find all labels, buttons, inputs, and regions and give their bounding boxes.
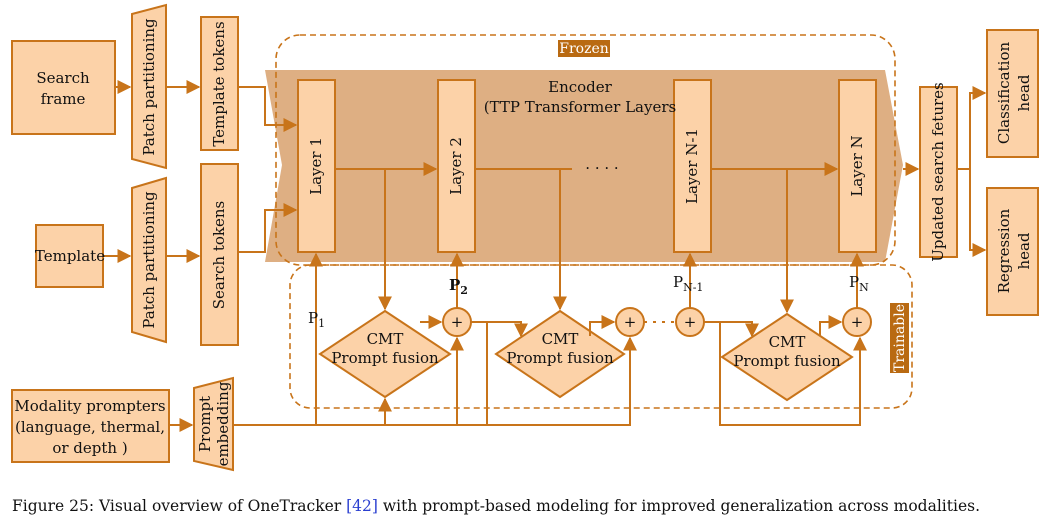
cmt-3-line1: CMT bbox=[769, 333, 806, 351]
caption-reference-link[interactable]: [42] bbox=[346, 497, 378, 515]
plus-2-label: + bbox=[624, 313, 637, 331]
caption-suffix: with prompt-based modeling for improved … bbox=[377, 497, 981, 515]
patch-partitioning-bottom-label: Patch partitioning bbox=[140, 191, 158, 329]
plus-3-label: + bbox=[684, 313, 697, 331]
onetracker-diagram: Frozen Trainable Search frame Template P… bbox=[11, 3, 1039, 472]
figure-caption: Figure 25: Visual overview of OneTracker… bbox=[12, 497, 1052, 515]
layer-n-1-label: Layer N-1 bbox=[683, 128, 701, 204]
updated-features-box bbox=[919, 86, 958, 258]
search-frame-box bbox=[11, 40, 116, 135]
trainable-badge bbox=[890, 303, 909, 373]
patch-partitioning-top bbox=[131, 3, 167, 170]
plus-4-label: + bbox=[851, 313, 864, 331]
cmt-3-line2: Prompt fusion bbox=[733, 352, 841, 370]
prompt-embedding-line1: Prompt bbox=[196, 396, 214, 452]
patch-partitioning-top-label: Patch partitioning bbox=[140, 18, 158, 156]
layer-ellipsis: · · · · bbox=[585, 159, 618, 177]
p1-label: P1 bbox=[308, 309, 325, 330]
frozen-label: Frozen bbox=[559, 41, 609, 57]
template-label: Template bbox=[35, 247, 105, 265]
prompt-embedding-trapezoid bbox=[193, 376, 234, 472]
trainable-region bbox=[289, 264, 913, 409]
search-tokens-label: Search tokens bbox=[210, 201, 228, 309]
layer-1-box bbox=[297, 79, 336, 253]
search-frame-line2: frame bbox=[41, 90, 86, 108]
cmt-1-line1: CMT bbox=[367, 330, 404, 348]
plus-1-label: + bbox=[451, 313, 464, 331]
layer-n-label: Layer N bbox=[848, 135, 866, 196]
updated-features-label: Updated search fetures bbox=[929, 82, 947, 261]
search-tokens-box bbox=[200, 163, 239, 346]
cmt-1-line2: Prompt fusion bbox=[331, 349, 439, 367]
cmt-2-line2: Prompt fusion bbox=[506, 349, 614, 367]
prompt-embedding-line2: embedding bbox=[214, 381, 232, 466]
classification-head-box bbox=[986, 29, 1039, 158]
search-frame-line1: Search bbox=[36, 69, 90, 87]
p2-label: P2 bbox=[449, 276, 468, 297]
layer-n-1-box bbox=[673, 79, 712, 253]
encoder-title-line2: (TTP Transformer Layers bbox=[484, 98, 676, 116]
template-tokens-label: Template tokens bbox=[210, 21, 228, 146]
regression-head-box bbox=[986, 187, 1039, 316]
cmt-diamond-2 bbox=[494, 309, 626, 399]
layer-n-box bbox=[838, 79, 877, 253]
frozen-badge bbox=[558, 40, 610, 57]
modality-prompters-box bbox=[11, 389, 170, 463]
modality-prompters-line1: Modality prompters bbox=[14, 397, 165, 415]
trainable-label: Trainable bbox=[892, 304, 908, 372]
encoder-band bbox=[265, 70, 903, 262]
layer-2-label: Layer 2 bbox=[447, 137, 465, 195]
patch-partitioning-bottom bbox=[131, 176, 167, 344]
layer-1-label: Layer 1 bbox=[307, 137, 325, 195]
pn-label: PN bbox=[849, 273, 869, 294]
layer-2-box bbox=[437, 79, 476, 253]
classification-head-line2: head bbox=[1015, 74, 1033, 111]
regression-head-line2: head bbox=[1015, 232, 1033, 269]
classification-head-line1: Classification bbox=[995, 42, 1013, 145]
caption-prefix: Figure 25: Visual overview of OneTracker bbox=[12, 497, 347, 515]
modality-prompters-line3: or depth ) bbox=[52, 439, 127, 457]
cmt-diamond-1 bbox=[318, 309, 452, 399]
pn1-label: PN-1 bbox=[673, 273, 703, 294]
template-tokens-box bbox=[200, 16, 239, 151]
cmt-2-line1: CMT bbox=[542, 330, 579, 348]
encoder-title-line1: Encoder bbox=[548, 78, 613, 96]
modality-prompters-line2: (language, thermal, bbox=[15, 418, 165, 436]
regression-head-line1: Regression bbox=[995, 208, 1013, 293]
template-box bbox=[35, 224, 104, 288]
